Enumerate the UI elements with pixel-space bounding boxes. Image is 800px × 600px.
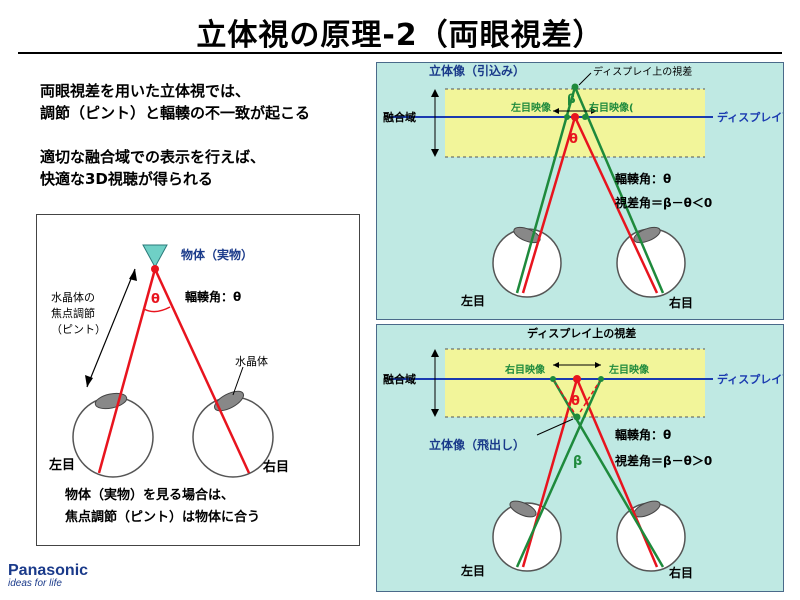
left-lens	[513, 226, 541, 244]
theta-label: θ	[569, 132, 578, 147]
fusion-zone-label: 融合域	[383, 110, 416, 124]
right-eye-label: 右目	[668, 295, 693, 310]
right-green-ray	[573, 86, 665, 294]
display-point	[571, 113, 579, 121]
logo-tagline: ideas for life	[8, 578, 62, 589]
image-label: 立体像（引込み）	[429, 63, 525, 78]
parallax-angle-label: 視差角＝β－θ＜0	[614, 195, 712, 210]
left-image-point	[598, 376, 604, 382]
right-eye-label: 右目	[668, 565, 693, 580]
lens-focus-line-2: 焦点調節	[51, 306, 95, 320]
fusion-arrow-top	[431, 89, 439, 97]
focus-arrow-head-top	[129, 269, 137, 281]
intro-line-3: 適切な融合域での表示を行えば、	[40, 148, 266, 166]
right-ray	[153, 268, 251, 474]
disparity-arrow-left	[553, 362, 559, 368]
parallax-leader	[578, 72, 592, 86]
right-green-ray	[551, 378, 665, 568]
lens-label: 水晶体	[235, 354, 268, 368]
left-lens	[509, 500, 537, 518]
image-label: 立体像（飛出し）	[429, 437, 525, 452]
object-label: 物体（実物）	[181, 247, 253, 262]
lens-leader	[232, 366, 244, 396]
logo-name: Panasonic	[8, 562, 89, 579]
convergence-label: 輻輳角：θ	[185, 289, 241, 304]
focus-arrow-head-bottom	[85, 375, 93, 387]
caption-line-2: 焦点調節（ピント）は物体に合う	[64, 509, 260, 525]
panasonic-logo: Panasonic ideas for life	[8, 562, 88, 589]
fusion-arrow-bottom	[431, 409, 439, 417]
fusion-zone-band	[445, 89, 705, 157]
display-point	[573, 375, 581, 383]
parallax-label: ディスプレイ上の視差	[527, 326, 636, 340]
page-title: 立体視の原理-2（両眼視差）	[196, 18, 604, 53]
left-green-ray	[515, 378, 603, 568]
left-eyeball	[492, 502, 562, 572]
receding-image-diagram: 立体像（引込み） ディスプレイ上の視差 β 左目映像 右目映像( 融合域 ディス…	[376, 62, 793, 320]
parallax-label: ディスプレイ上の視差	[593, 65, 692, 78]
stereo-image-point	[571, 83, 579, 91]
convergence-label: 輻輳角：θ	[615, 427, 671, 442]
focus-arrow-line	[86, 268, 136, 388]
intro-line-4: 快適な3D視聴が得られる	[40, 170, 213, 188]
lens-focus-line-1: 水晶体の	[51, 290, 95, 304]
left-eye-label: 左目	[49, 457, 75, 473]
disparity-arrow-left	[553, 108, 559, 114]
right-lens	[213, 390, 245, 412]
image-leader	[536, 418, 574, 436]
left-ray	[97, 268, 157, 474]
left-image-label: 左目映像	[510, 101, 552, 114]
real-object-svg: 物体（実物） θ 輻輳角：θ 水晶体の 焦点調節 （ピント） 水晶体 左目 右目…	[49, 244, 289, 525]
disparity-arrow-right	[595, 362, 601, 368]
title-divider	[18, 52, 782, 54]
left-image-label: 左目映像	[608, 363, 650, 376]
right-image-point	[582, 114, 588, 120]
intro-line-2: 調節（ピント）と輻輳の不一致が起こる	[40, 104, 311, 122]
right-dashed-ray	[576, 378, 602, 418]
fusion-arrow-bottom	[431, 149, 439, 157]
receding-image-svg: 立体像（引込み） ディスプレイ上の視差 β 左目映像 右目映像( 融合域 ディス…	[383, 63, 793, 310]
convergence-label: 輻輳角：θ	[615, 171, 671, 186]
disparity-arrow-right	[591, 108, 597, 114]
protruding-image-diagram: ディスプレイ上の視差 右目映像 左目映像 融合域 ディスプレイ面 θ β 立体像…	[376, 324, 793, 592]
right-image-label: 右目映像	[504, 363, 546, 376]
display-plane-label: ディスプレイ面	[717, 110, 783, 124]
theta-label: θ	[151, 292, 160, 307]
caption-line-1: 物体（実物）を見る場合は、	[65, 487, 234, 503]
right-image-label: 右目映像(	[588, 101, 634, 114]
lens-focus-line-3: （ピント）	[51, 323, 106, 336]
intro-line-1: 両眼視差を用いた立体視では、	[40, 82, 251, 100]
left-eye-label: 左目	[460, 293, 485, 308]
left-eyeball	[72, 396, 154, 478]
fusion-arrow-top	[431, 349, 439, 357]
object-marker	[142, 244, 168, 269]
protruding-image-svg: ディスプレイ上の視差 右目映像 左目映像 融合域 ディスプレイ面 θ β 立体像…	[383, 326, 793, 580]
beta-label: β	[573, 454, 582, 469]
theta-label: θ	[571, 394, 580, 409]
parallax-angle-label: 視差角＝β－θ＞0	[614, 453, 712, 468]
left-dashed-ray	[552, 378, 578, 418]
left-green-ray	[515, 86, 577, 294]
stereo-image-point	[573, 413, 581, 421]
beta-label: β	[567, 92, 576, 106]
fusion-zone-label: 融合域	[383, 372, 416, 386]
right-red-ray	[573, 116, 659, 294]
left-eye-label: 左目	[460, 563, 485, 578]
left-image-point	[564, 114, 570, 120]
display-plane-label: ディスプレイ面	[717, 372, 783, 386]
right-eye-label: 右目	[262, 459, 289, 475]
left-red-ray	[521, 116, 577, 294]
real-object-diagram: 物体（実物） θ 輻輳角：θ 水晶体の 焦点調節 （ピント） 水晶体 左目 右目…	[36, 214, 360, 546]
theta-arc	[143, 306, 171, 313]
right-image-point	[550, 376, 556, 382]
